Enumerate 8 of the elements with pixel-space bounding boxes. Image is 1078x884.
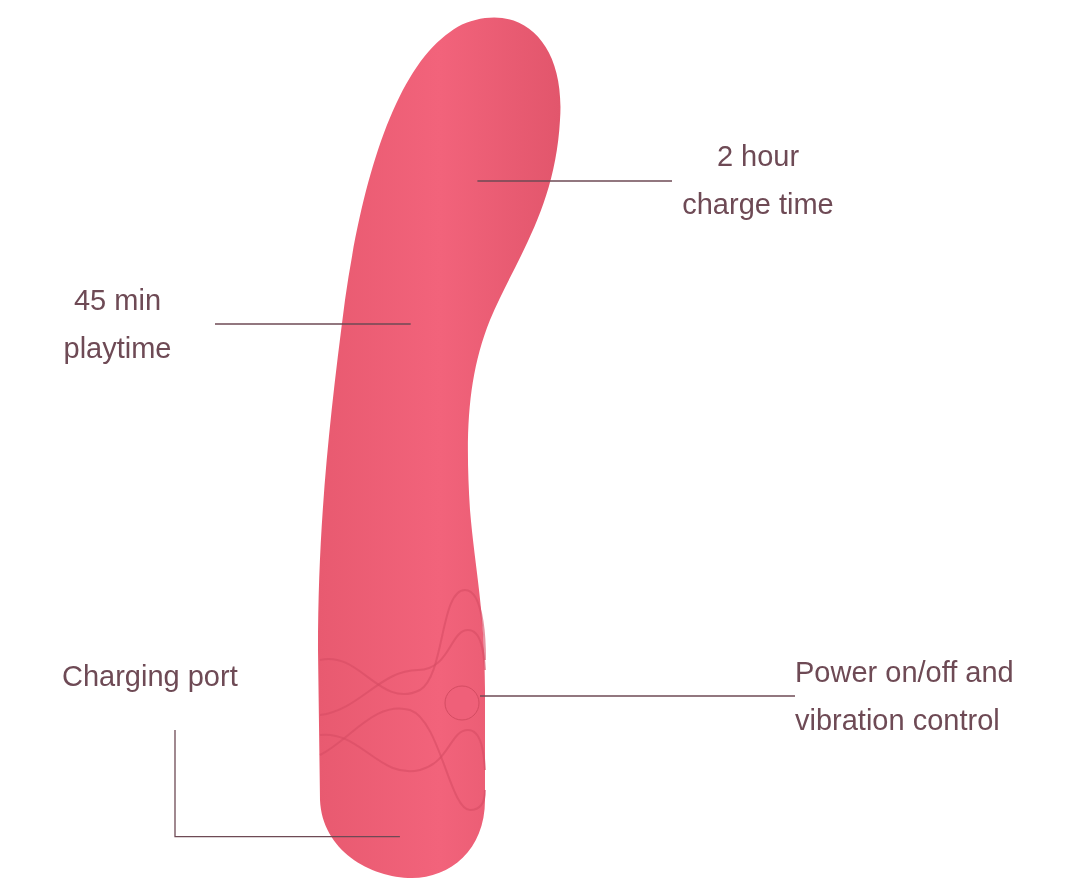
leader-line	[174, 729, 401, 838]
callout-label: 45 min playtime	[62, 283, 173, 366]
callout-label: 2 hour charge time	[681, 139, 835, 222]
callout-label: Power on/off and vibration control	[795, 655, 1015, 738]
leader-line	[479, 695, 796, 697]
callout-label: Charging port	[62, 659, 239, 694]
leader-line	[476, 180, 673, 182]
leader-line	[214, 323, 412, 325]
